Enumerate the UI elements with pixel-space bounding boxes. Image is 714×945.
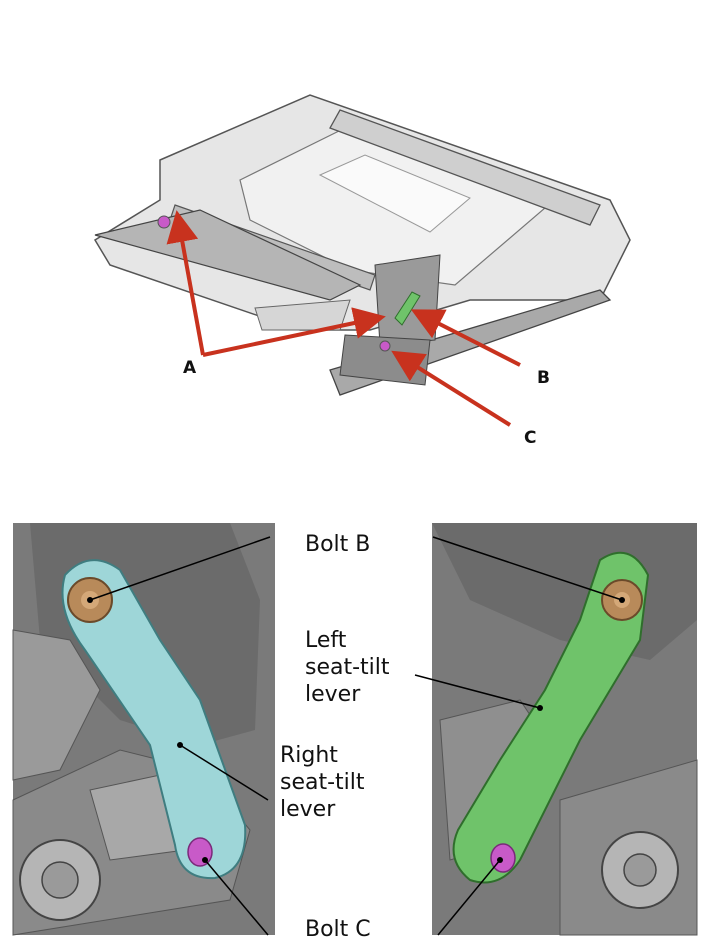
label-left-lever-line1: Left: [305, 628, 347, 653]
right-lever-panel: [12, 523, 275, 936]
callout-b: B: [537, 368, 550, 388]
leader-lines: [89, 536, 623, 936]
label-right-lever-line3: lever: [280, 797, 336, 822]
label-right-lever-line1: Right: [280, 743, 338, 768]
left-lever-panel: [432, 523, 698, 936]
callout-a: A: [183, 358, 197, 378]
callout-arrows: [166, 210, 521, 427]
callout-c: C: [524, 428, 536, 448]
label-bolt-c: Bolt C: [305, 917, 371, 942]
label-gutter: [275, 523, 432, 945]
seat-frame-illustration: [93, 94, 631, 396]
label-left-lever-line2: seat-tilt: [305, 655, 390, 680]
label-bolt-b: Bolt B: [305, 532, 370, 557]
label-right-lever-line2: seat-tilt: [280, 770, 365, 795]
label-left-lever-line3: lever: [305, 682, 361, 707]
